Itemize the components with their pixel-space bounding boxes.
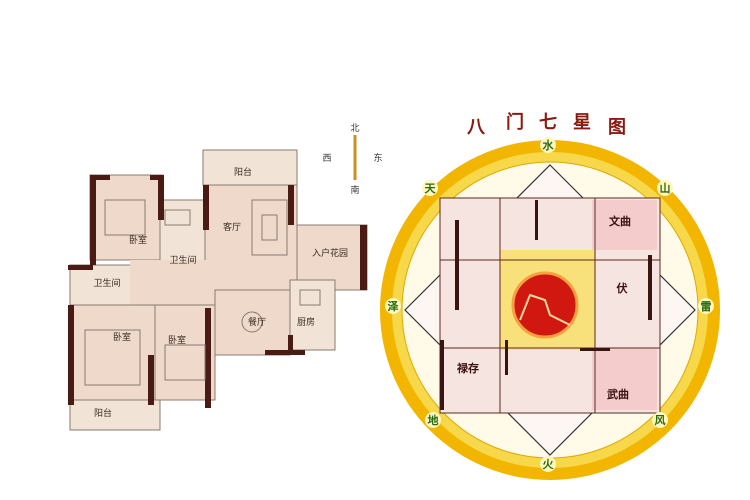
label-dining-room: 餐厅 (248, 316, 266, 328)
bedroom-bottom-left (69, 304, 156, 401)
label-balcony-bottom: 阳台 (94, 407, 112, 419)
bagua-chart: 八 门 七 星 图 水 天 山 泽 雷 地 风 火 文曲 武曲 禄存 伏 (380, 111, 720, 480)
furniture (84, 199, 321, 386)
star-wenqu: 文曲 (609, 214, 631, 228)
title-char: 图 (608, 117, 626, 138)
star-wuqu: 武曲 (607, 387, 629, 401)
sun-mark (519, 293, 571, 326)
panel-ne (592, 200, 657, 250)
sun-icon (511, 271, 579, 339)
compass-north: 北 (350, 123, 359, 134)
living-room (204, 184, 298, 301)
trigram-southeast: 风 (655, 413, 666, 427)
label-entry-garden: 入户花园 (312, 247, 348, 259)
trigram-northeast: 山 (660, 181, 671, 195)
compass-east: 东 (373, 152, 382, 164)
bedroom-top (89, 174, 164, 261)
label-balcony-top: 阳台 (234, 166, 252, 178)
walls (68, 175, 367, 408)
hallway (130, 260, 220, 305)
label-bedroom-bottom-left: 卧室 (113, 331, 131, 343)
star-fu: 伏 (617, 281, 628, 295)
title-char: 星 (573, 112, 591, 133)
balcony-top (202, 149, 298, 186)
label-bathroom-left: 卫生间 (93, 277, 120, 289)
trigram-southwest: 地 (428, 413, 439, 427)
trigram-east: 雷 (701, 300, 712, 313)
floor-plan: 阳台 客厅 入户花园 卧室 卫生间 卫生间 卧室 卧室 餐厅 厨房 阳台 (68, 149, 368, 431)
dining-room (214, 289, 291, 356)
title-char: 门 (506, 111, 524, 133)
trigram-south: 火 (543, 458, 555, 471)
trigram-northwest: 天 (425, 182, 437, 195)
title-char: 八 (467, 117, 486, 138)
label-living-room: 客厅 (223, 221, 241, 233)
balcony-bottom (69, 399, 161, 431)
star-lucun: 禄存 (456, 361, 479, 375)
compass-south: 南 (350, 184, 359, 196)
trigram-north: 水 (543, 138, 555, 152)
label-bathroom-center: 卫生间 (169, 254, 196, 266)
entry-garden (296, 224, 368, 291)
grid-lines (440, 198, 660, 413)
label-bedroom-middle: 卧室 (168, 334, 186, 346)
star-labels: 文曲 武曲 禄存 伏 (456, 214, 631, 401)
label-bedroom-top: 卧室 (129, 234, 147, 246)
panel-se (592, 348, 657, 410)
chart-walls (440, 200, 652, 410)
compass-west: 西 (322, 153, 331, 164)
trigram-labels: 水 天 山 泽 雷 地 风 火 (385, 137, 714, 472)
title-char: 七 (539, 112, 557, 133)
title: 八 门 七 星 图 (467, 111, 626, 138)
bathroom-center (159, 199, 206, 271)
compass: 北 西 东 南 (322, 123, 382, 196)
label-kitchen: 厨房 (297, 316, 315, 328)
kitchen (289, 279, 336, 351)
trigram-west: 泽 (388, 300, 399, 313)
